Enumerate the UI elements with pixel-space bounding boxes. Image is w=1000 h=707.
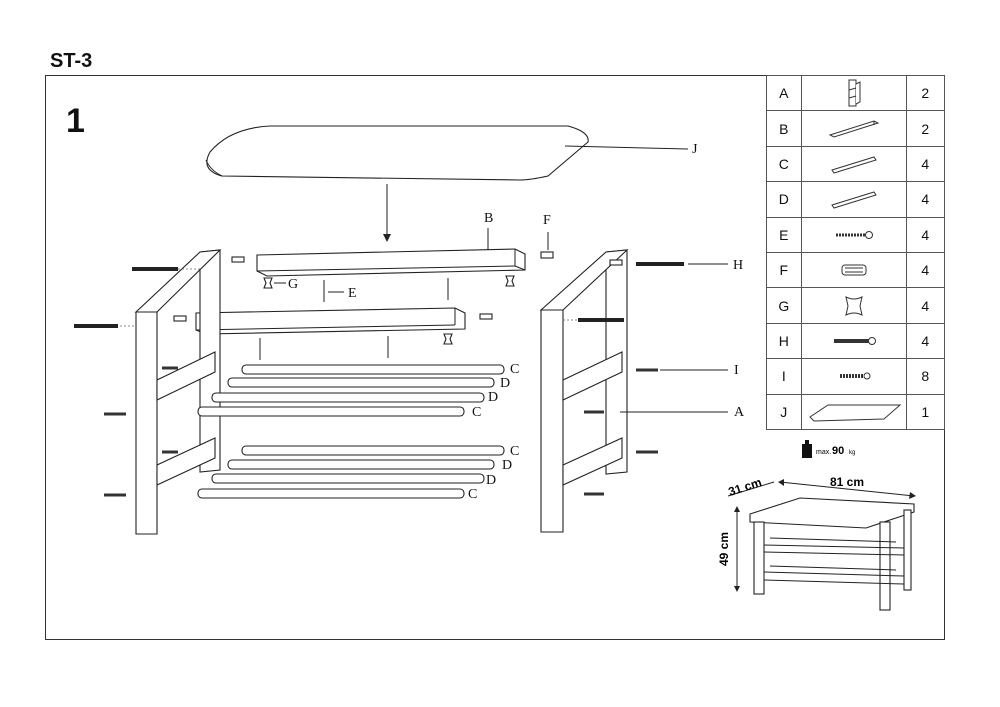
callout-h: H bbox=[733, 258, 743, 273]
callout-c-3: C bbox=[510, 444, 519, 459]
width-dimension: 81 cm bbox=[830, 475, 864, 489]
diagram-frame bbox=[45, 75, 945, 640]
weight-icon bbox=[802, 444, 812, 458]
callout-c: C bbox=[510, 362, 519, 377]
max-load-prefix: max. bbox=[816, 449, 831, 456]
cam-nut-icon bbox=[800, 287, 907, 324]
part-code: B bbox=[766, 110, 802, 147]
part-quantity: 4 bbox=[905, 145, 946, 183]
screws-e bbox=[259, 278, 449, 360]
max-load-badge: max. 90 kg bbox=[802, 440, 855, 458]
shoe-rods bbox=[197, 364, 505, 499]
part-quantity: 1 bbox=[905, 393, 946, 430]
rod-icon bbox=[800, 181, 907, 218]
part-quantity: 4 bbox=[905, 251, 946, 289]
part-code: C bbox=[766, 145, 802, 183]
part-code: J bbox=[766, 393, 802, 430]
part-quantity: 8 bbox=[905, 358, 946, 395]
part-quantity: 4 bbox=[905, 287, 946, 324]
callout-d-3: D bbox=[502, 458, 512, 473]
part-code: H bbox=[766, 322, 802, 360]
part-quantity: 2 bbox=[905, 110, 946, 147]
part-code: I bbox=[766, 358, 802, 395]
part-code: F bbox=[766, 251, 802, 289]
screw-icon bbox=[800, 216, 907, 253]
step-number: 1 bbox=[66, 102, 85, 140]
part-quantity: 4 bbox=[905, 216, 946, 253]
callout-e: E bbox=[348, 286, 357, 301]
model-title: ST-3 bbox=[50, 50, 93, 72]
callout-f: F bbox=[543, 213, 551, 228]
front-rail-b bbox=[195, 307, 466, 335]
part-code: G bbox=[766, 287, 802, 324]
bolts-h bbox=[74, 262, 728, 328]
callout-i: I bbox=[734, 363, 739, 378]
dowel-f bbox=[540, 232, 554, 259]
dowel-icon bbox=[800, 251, 907, 289]
side-frame-icon bbox=[800, 74, 907, 112]
callout-c-4: C bbox=[468, 487, 477, 502]
callout-g: G bbox=[288, 277, 298, 292]
height-dimension: 49 cm bbox=[717, 532, 731, 566]
rail-icon bbox=[800, 110, 907, 147]
part-quantity: 4 bbox=[905, 322, 946, 360]
callout-b: B bbox=[484, 211, 493, 226]
seat-board-j bbox=[205, 125, 689, 181]
back-rail-b bbox=[256, 228, 526, 277]
part-quantity: 2 bbox=[905, 74, 946, 112]
part-code: D bbox=[766, 181, 802, 218]
bolt-icon bbox=[800, 322, 907, 360]
seat-board-icon bbox=[800, 393, 907, 430]
depth-dimension: 31 cm bbox=[727, 475, 764, 499]
right-side-frame bbox=[539, 249, 728, 533]
max-load-value: 90 bbox=[832, 445, 844, 457]
callout-d: D bbox=[500, 376, 510, 391]
callout-d-4: D bbox=[486, 473, 496, 488]
part-quantity: 4 bbox=[905, 181, 946, 218]
part-code: E bbox=[766, 216, 802, 253]
callout-c-2: C bbox=[472, 405, 481, 420]
part-code: A bbox=[766, 74, 802, 112]
max-load-unit: kg bbox=[849, 450, 855, 456]
dimension-drawing bbox=[727, 479, 916, 611]
rod-icon bbox=[800, 145, 907, 183]
callout-j: J bbox=[692, 142, 698, 157]
screws-i bbox=[104, 366, 728, 497]
callout-d-2: D bbox=[488, 390, 498, 405]
side-dowels bbox=[173, 256, 623, 322]
small-screw-icon bbox=[800, 358, 907, 395]
callout-a: A bbox=[734, 405, 745, 420]
